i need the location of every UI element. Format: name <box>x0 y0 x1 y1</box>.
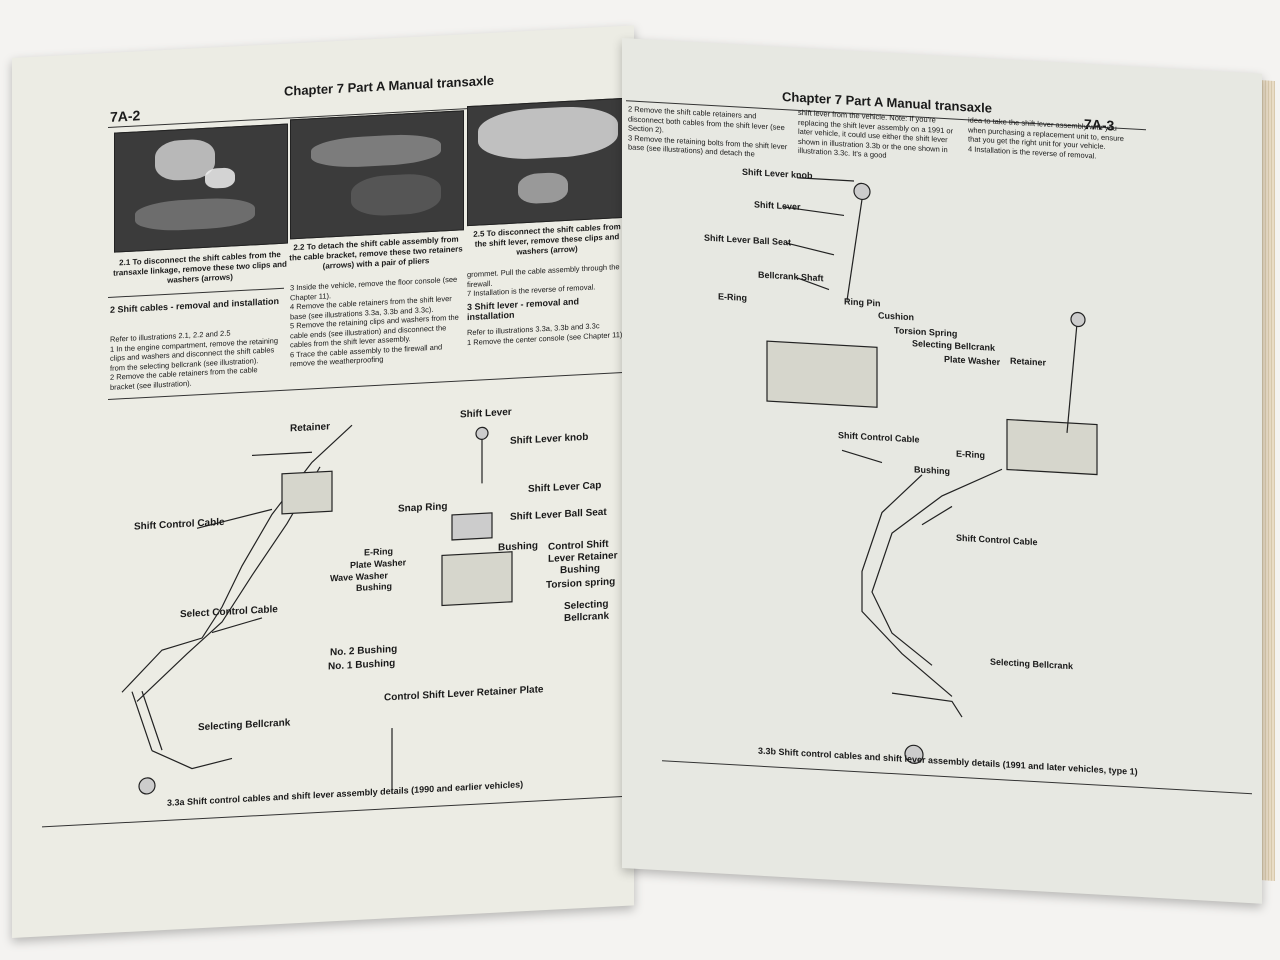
right-page: Chapter 7 Part A Manual transaxle 7A-3 2… <box>622 38 1262 904</box>
label-e-ring: E-Ring <box>364 546 393 558</box>
exploded-diagram-3-3a <box>121 424 513 795</box>
label-bellcrank: Bellcrank <box>564 610 610 625</box>
r-label-ring-pin: Ring Pin <box>844 296 881 309</box>
label-bushing-3: Bushing <box>560 563 600 577</box>
r-label-cushion: Cushion <box>878 310 914 323</box>
r-label-bushing: Bushing <box>914 464 950 477</box>
label-bushing: Bushing <box>498 540 538 554</box>
label-bushing-2: Bushing <box>356 581 392 593</box>
label-retainer: Retainer <box>290 421 331 435</box>
r-label-retainer: Retainer <box>1010 355 1047 368</box>
r-label-e-ring-2: E-Ring <box>956 448 985 461</box>
left-page: 7A-2 Chapter 7 Part A Manual transaxle 2… <box>12 25 634 939</box>
exploded-diagram-3-3b <box>766 177 1098 764</box>
r-label-e-ring: E-Ring <box>718 291 747 303</box>
